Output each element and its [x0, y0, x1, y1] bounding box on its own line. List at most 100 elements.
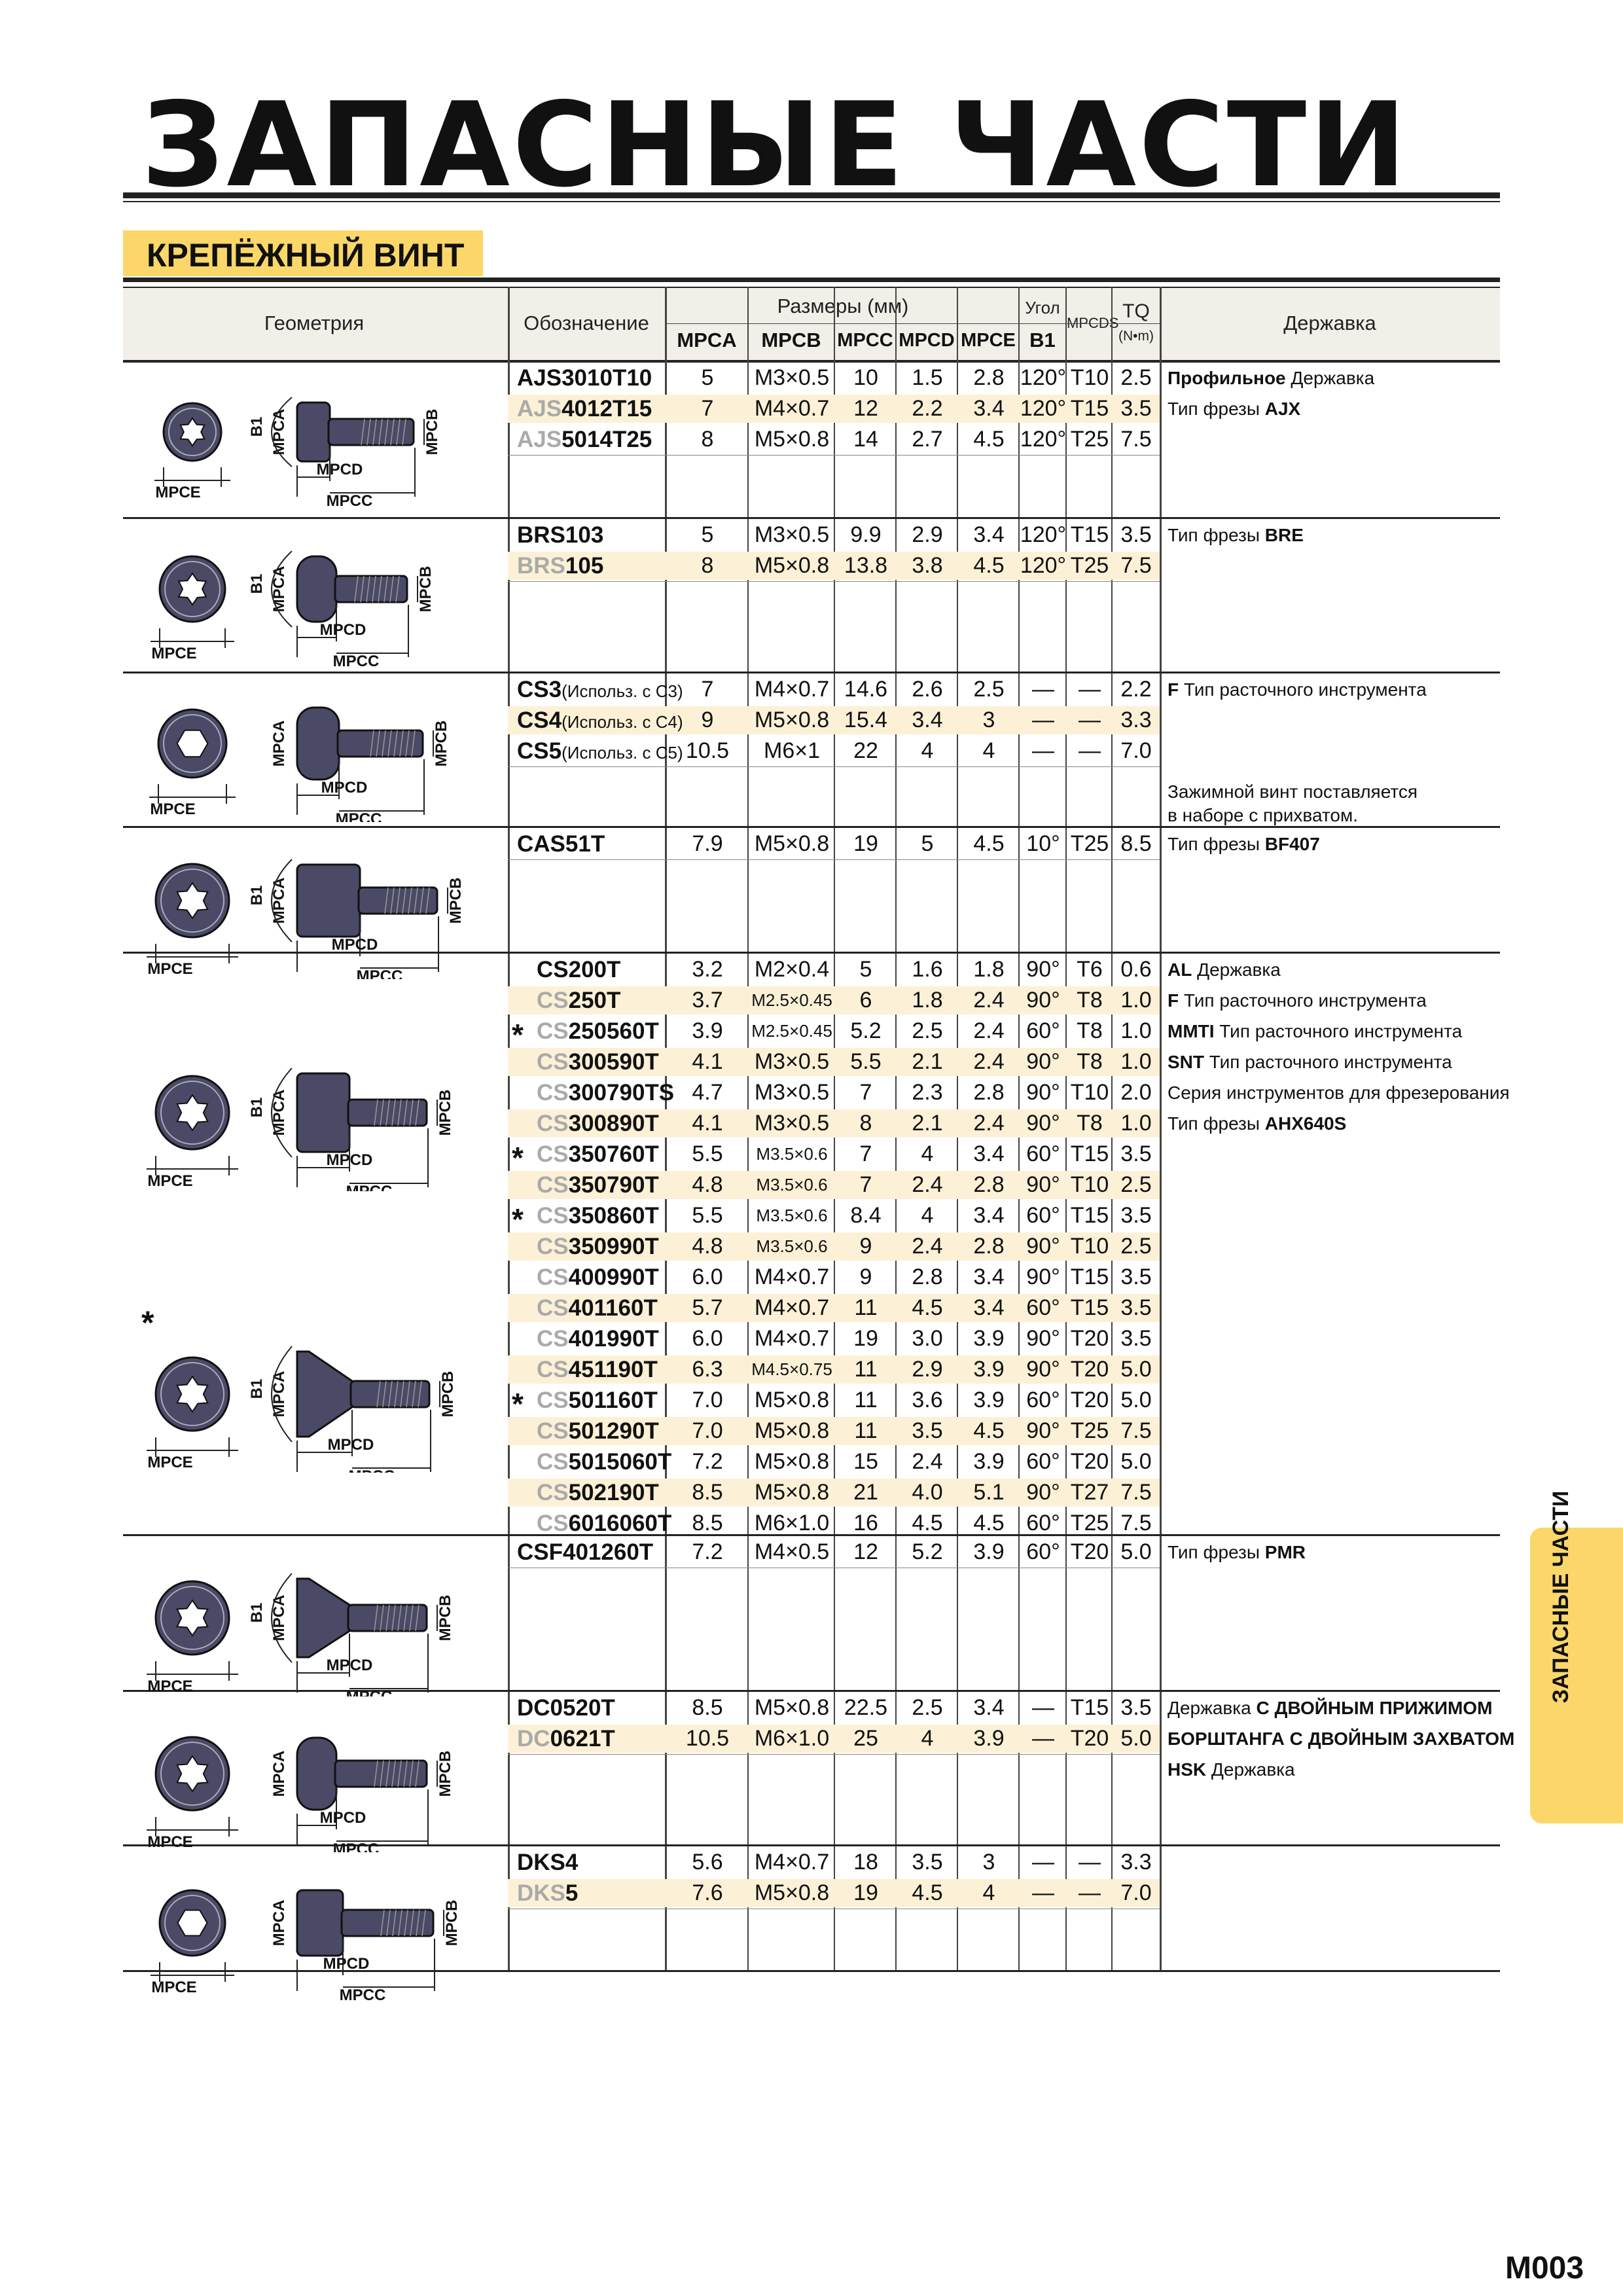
- table-cell: M4×0.7: [754, 677, 830, 702]
- thread-line: [415, 1099, 419, 1126]
- table-cell: —: [1079, 677, 1101, 702]
- section-rule: [123, 278, 1500, 282]
- part-code-main: 401990T: [568, 1326, 659, 1352]
- header-top-rule: [123, 287, 1500, 288]
- part-code-note: (Использ. с C4): [562, 712, 683, 732]
- table-cell: 2.7: [912, 427, 943, 452]
- screw-head-side: [296, 555, 338, 623]
- holder-bold: AHX640S: [1264, 1113, 1347, 1134]
- table-cell: 14: [853, 427, 878, 452]
- part-code-prefix: CS: [537, 1172, 569, 1198]
- table-cell: 2.8: [973, 365, 1005, 390]
- table-cell: T8: [1077, 988, 1103, 1013]
- dimension-label: MPCB: [437, 1090, 454, 1136]
- header-holder: Державка: [1283, 312, 1376, 334]
- dimension-label: MPCD: [332, 936, 378, 954]
- table-cell: M5×0.8: [754, 708, 830, 732]
- thread-line: [360, 575, 365, 603]
- thread-line: [397, 1099, 402, 1126]
- thread-line: [395, 575, 400, 603]
- dimension-label: MPCD: [317, 461, 363, 478]
- thread-line: [376, 730, 380, 757]
- table-cell: 4.0: [912, 1480, 943, 1505]
- part-code-prefix: CS: [537, 1018, 569, 1044]
- table-cell: 120°: [1020, 365, 1067, 390]
- table-cell: 4.5: [912, 1295, 943, 1320]
- dimension-label: B1: [248, 574, 266, 594]
- part-code: CS350860T: [537, 1200, 687, 1231]
- table-cell: T15: [1070, 1695, 1109, 1720]
- holder-bold: Профильное: [1168, 368, 1286, 388]
- table-cell: 7.2: [692, 1449, 723, 1474]
- part-code-main: 501160T: [568, 1388, 658, 1413]
- table-cell: 4.1: [692, 1111, 723, 1136]
- thread-line: [374, 1604, 378, 1632]
- screw-top-ring: [160, 869, 224, 933]
- table-cell: M5×0.8: [754, 1449, 830, 1474]
- table-cell: —: [1079, 1880, 1101, 1905]
- dimension-label: MPCC: [333, 1840, 380, 1852]
- holder-plain: Тип расточного инструмента: [1214, 1021, 1463, 1041]
- holder-note: в наборе с прихватом.: [1168, 805, 1359, 825]
- table-cell: 3.4: [973, 1295, 1005, 1320]
- star-mark: *: [512, 1387, 524, 1421]
- part-code-main: 501290T: [568, 1418, 659, 1444]
- header-angle: Угол: [1025, 298, 1060, 317]
- table-cell: 2.5: [973, 677, 1005, 702]
- table-cell: 3.5: [1120, 1326, 1152, 1351]
- part-code-main: CS3: [517, 677, 562, 702]
- part-code-prefix: CS: [537, 1511, 569, 1536]
- table-cell: 1.5: [912, 365, 943, 390]
- part-code: AJS5014T25: [517, 424, 668, 455]
- table-cell: 7: [859, 1080, 872, 1105]
- holder-text: Державка С ДВОЙНЫМ ПРИЖИМОМ: [1168, 1693, 1495, 1723]
- table-cell: 60°: [1026, 1203, 1060, 1228]
- table-cell: 90°: [1026, 1265, 1060, 1289]
- table-cell: T20: [1070, 1357, 1109, 1382]
- table-cell: M6×1.0: [754, 1511, 830, 1535]
- part-code: CS350790T: [537, 1170, 687, 1200]
- thread-line: [391, 1099, 396, 1126]
- holder-bold: AL: [1168, 960, 1192, 980]
- table-cell: 3.9: [973, 1388, 1005, 1412]
- table-cell: 3.0: [912, 1326, 943, 1351]
- dimension-label: MPCA: [270, 566, 288, 613]
- column-divider: [1160, 287, 1162, 1971]
- thread-line: [385, 1604, 390, 1632]
- holder-plain: Державка: [1168, 1698, 1257, 1718]
- star-mark: *: [512, 1141, 524, 1175]
- thread-line: [366, 418, 371, 446]
- empty-row-rule: [508, 766, 1160, 767]
- part-code: CS300890T: [537, 1108, 687, 1139]
- table-cell: 8.5: [692, 1695, 723, 1720]
- table-cell: M3×0.5: [754, 1080, 830, 1105]
- torx-socket-icon: [176, 1375, 209, 1413]
- part-code-prefix: DKS: [517, 1880, 565, 1906]
- dimension-label: MPCC: [346, 1183, 393, 1191]
- table-cell: 13.8: [844, 553, 888, 578]
- table-cell: T27: [1070, 1480, 1109, 1505]
- part-code-main: CS4: [517, 708, 562, 733]
- torx-socket-icon: [176, 1094, 209, 1132]
- thread-line: [402, 887, 406, 914]
- table-cell: 5.0: [1120, 1539, 1152, 1564]
- screw-shank: [334, 1759, 428, 1788]
- part-code: CS250560T: [537, 1016, 687, 1047]
- table-cell: 5.6: [692, 1850, 723, 1874]
- thread-line: [382, 730, 386, 757]
- header-dimensions: Размеры (мм): [777, 295, 909, 317]
- dimension-label: MPCA: [270, 721, 288, 767]
- table-cell: 7.0: [692, 1388, 723, 1412]
- dimension-label: MPCD: [320, 621, 366, 639]
- dimension-label: B1: [248, 1098, 266, 1118]
- table-cell: 2.3: [912, 1080, 943, 1105]
- thread-line: [378, 575, 382, 603]
- angle-arc: [271, 859, 293, 942]
- thread-line: [380, 1604, 384, 1632]
- side-tab-label: ЗАПАСНЫЕ ЧАСТИ: [1548, 1490, 1573, 1704]
- hex-socket-icon: [177, 1909, 208, 1937]
- dimension-label: MPCC: [357, 967, 403, 979]
